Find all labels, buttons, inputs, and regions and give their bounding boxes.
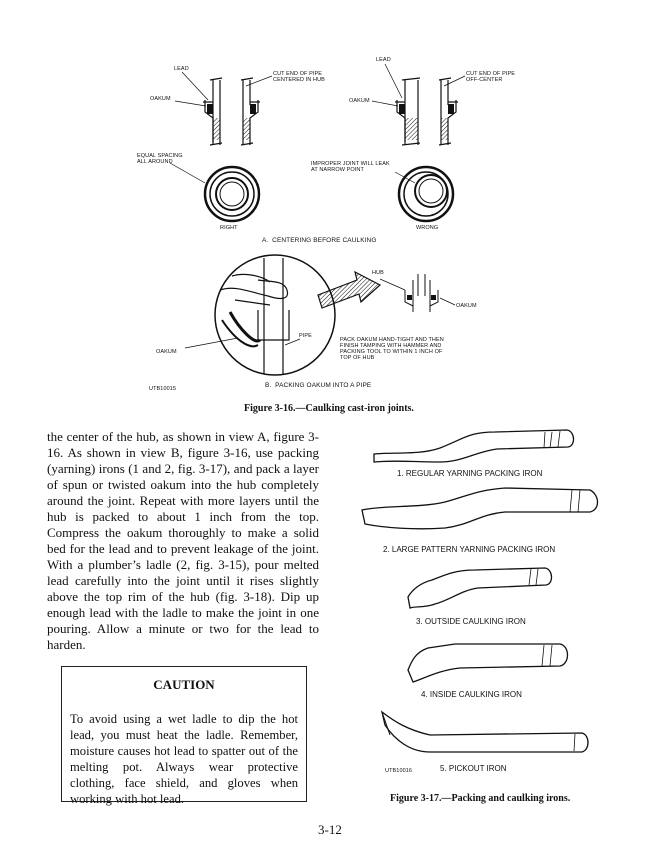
page-number: 3-12 bbox=[318, 822, 342, 837]
caution-title: CAUTION bbox=[153, 677, 215, 692]
packing-instruction: PACK OAKUM HAND-TIGHT AND THEN FINISH TA… bbox=[340, 337, 444, 361]
tool-5-label: 5. PICKOUT IRON bbox=[440, 764, 507, 773]
oakum-label: OAKUM bbox=[349, 98, 370, 104]
inside-caulking-iron bbox=[407, 643, 569, 683]
figure-code: UTB10015 bbox=[149, 386, 177, 392]
improper-joint-label: IMPROPER JOINT WILL LEAK AT NARROW POINT bbox=[311, 161, 390, 173]
caution-box: CAUTION To avoid using a wet ladle to di… bbox=[61, 666, 307, 806]
oakum-right-label: OAKUM bbox=[456, 303, 477, 309]
tool-2-label: 2. LARGE PATTERN YARNING PACKING IRON bbox=[383, 545, 556, 554]
body-paragraph: the center of the hub, as shown in view … bbox=[47, 429, 319, 652]
hub-label: HUB bbox=[372, 270, 384, 276]
lead-label: LEAD bbox=[174, 66, 189, 72]
tool-4-label: 4. INSIDE CAULKING IRON bbox=[421, 690, 522, 699]
figure-3-16-caption: Figure 3-16.—Caulking cast-iron joints. bbox=[244, 403, 414, 414]
lead-label: LEAD bbox=[376, 57, 391, 63]
large-pattern-yarning-iron bbox=[361, 487, 599, 530]
tool-1-label: 1. REGULAR YARNING PACKING IRON bbox=[397, 469, 543, 478]
view-b-caption: B. PACKING OAKUM INTO A PIPE bbox=[265, 382, 372, 389]
right-label: RIGHT bbox=[220, 225, 238, 231]
caution-text: To avoid using a wet ladle to dip the ho… bbox=[70, 712, 298, 806]
outside-caulking-iron bbox=[407, 567, 553, 609]
regular-yarning-iron bbox=[373, 429, 575, 463]
cut-end-label: CUT END OF PIPE OFF-CENTER bbox=[466, 71, 516, 83]
figure-code: UTB10016 bbox=[385, 768, 413, 774]
oakum-left-label: OAKUM bbox=[156, 349, 177, 355]
oakum-label: OAKUM bbox=[150, 96, 171, 102]
view-a-caption: A. CENTERING BEFORE CAULKING bbox=[262, 237, 377, 244]
wrong-label: WRONG bbox=[416, 225, 439, 231]
cut-end-label: CUT END OF PIPE CENTERED IN HUB bbox=[273, 71, 325, 83]
equal-spacing-label: EQUAL SPACING ALL AROUND bbox=[137, 153, 183, 165]
tool-3-label: 3. OUTSIDE CAULKING IRON bbox=[416, 617, 526, 626]
pickout-iron bbox=[380, 710, 589, 753]
pipe-label: PIPE bbox=[299, 333, 312, 339]
figure-3-17-caption: Figure 3-17.—Packing and caulking irons. bbox=[390, 793, 571, 804]
